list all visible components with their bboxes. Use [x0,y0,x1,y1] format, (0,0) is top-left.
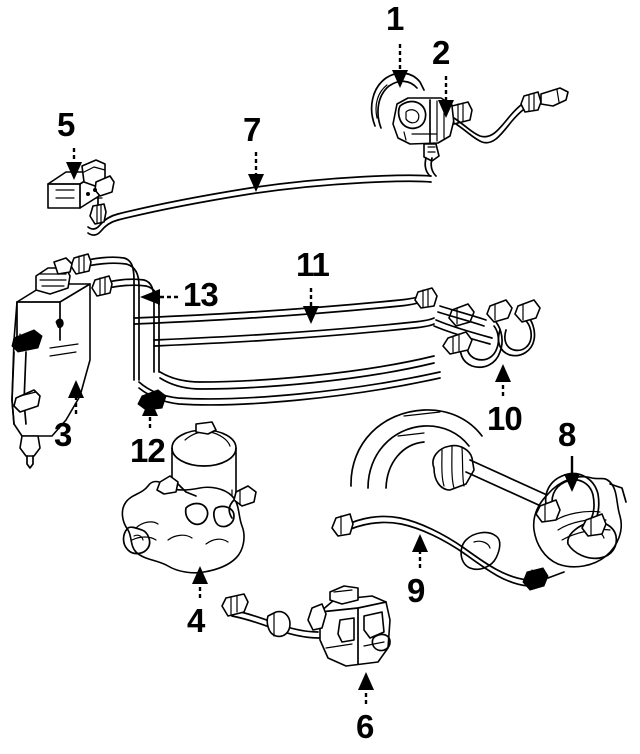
callout-number-6: 6 [356,708,374,745]
front-axle-hub-assembly [432,444,627,571]
part-4-brake-master-cylinder-pump [121,421,257,574]
part-5-pressure-switch-sensor [47,159,115,209]
callout-number-8: 8 [558,416,576,453]
part-8-brake-hose-flexible-front [535,472,607,537]
part-7-brake-tube-upper-long [87,174,432,236]
callout-number-12: 12 [130,432,166,469]
callout-number-1: 1 [386,0,404,37]
callout-number-3: 3 [54,416,72,453]
part-2-brake-actuator-valve [392,97,473,162]
part-10-brake-hose-front-set [433,299,541,369]
callout-number-7: 7 [243,111,261,148]
part-6-deceleration-sensor-cable [221,585,391,667]
callout-number-10: 10 [487,400,523,437]
actuator-lower-hose [424,157,437,177]
callout-number-2: 2 [432,34,450,71]
actuator-outlet-hose [453,87,569,144]
callout-number-4: 4 [187,602,205,639]
part-9-brake-tube-front-lower [331,513,565,591]
callout-leaders [66,44,580,704]
brake-rotor-arcs [350,409,483,489]
callout-number-9: 9 [407,572,425,609]
callout-number-13: 13 [183,276,219,313]
callout-number-5: 5 [57,106,75,143]
part-11-brake-tube-assembly-rear [133,287,441,406]
part-3-brake-fluid-reservoir-tank [11,257,91,469]
part-1-brake-booster-vacuum-chamber [370,72,425,129]
callout-number-11: 11 [296,246,330,283]
